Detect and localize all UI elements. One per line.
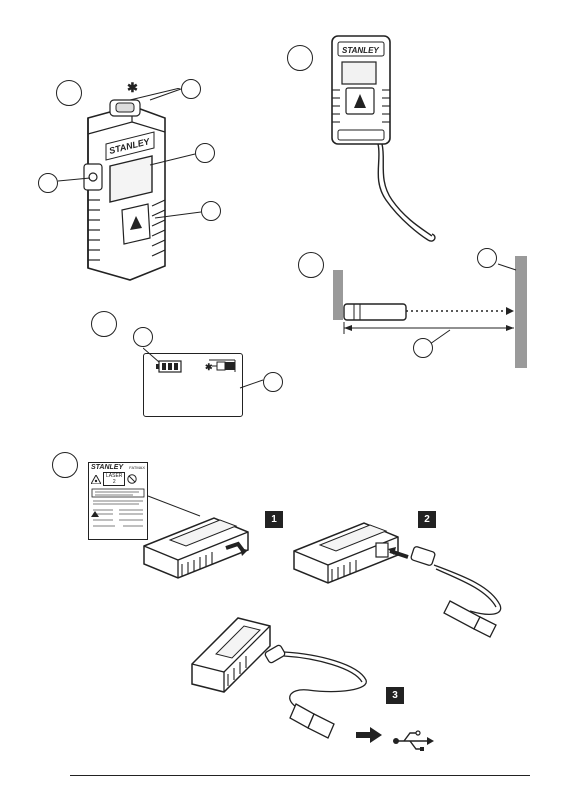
callout-leaders-a (0, 0, 260, 260)
step-3-badge: 3 (386, 687, 404, 704)
section-c-marker (298, 252, 324, 278)
measurement-diagram (330, 248, 540, 378)
laser-warning-icon (91, 475, 101, 484)
display-contents: ✱ (143, 340, 293, 420)
label-brand-sub: FATMAX (129, 465, 145, 470)
label-brand: STANLEY (91, 464, 123, 471)
step-3-device-illustration (188, 604, 388, 744)
usb-icon (392, 730, 434, 752)
section-d-marker (91, 311, 117, 337)
svg-text:STANLEY: STANLEY (342, 46, 379, 55)
product-label-sheet: STANLEY FATMAX LASER 2 (88, 462, 148, 540)
svg-text:✱: ✱ (205, 362, 213, 372)
label-laser-num: 2 (106, 479, 122, 485)
step-1-device-illustration (140, 490, 260, 585)
label-fine-print (89, 486, 147, 534)
section-b-marker (287, 45, 313, 71)
section-e-marker (52, 452, 78, 478)
battery-icon (156, 361, 181, 372)
device-strap-illustration: STANLEY (320, 30, 450, 250)
step-1-badge: 1 (265, 511, 283, 528)
arrow-right-icon (356, 727, 382, 743)
footer-rule (70, 775, 530, 776)
callout-wall-target (477, 248, 497, 268)
callout-distance (413, 338, 433, 358)
no-eye-icon (127, 474, 137, 484)
